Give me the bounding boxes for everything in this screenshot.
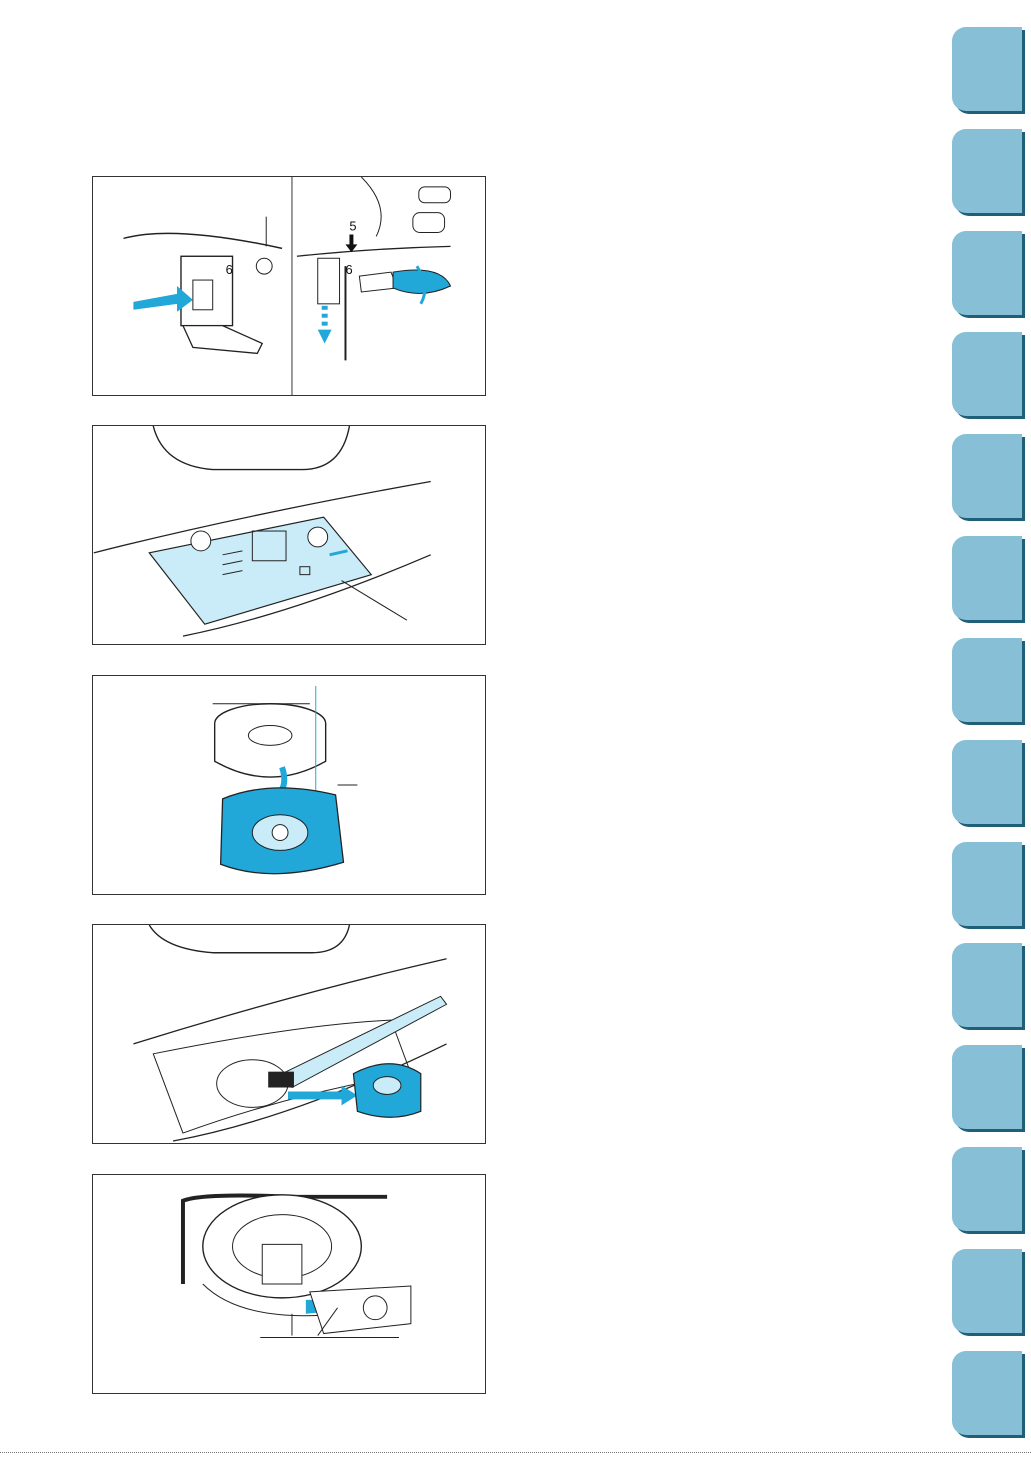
right-figure-number-clamp: 6 [345, 262, 352, 277]
chapter-tab-8[interactable] [952, 740, 1022, 824]
presser-foot-illustration: 6 5 6 [93, 177, 485, 395]
figure-needle-plate [92, 425, 486, 645]
bobbin-case-illustration [93, 676, 485, 894]
needle-plate-illustration [93, 426, 485, 644]
chapter-tab-9[interactable] [952, 842, 1022, 926]
page-bottom-rule [0, 1452, 1031, 1453]
chapter-tab-1[interactable] [952, 27, 1022, 111]
chapter-tab-7[interactable] [952, 638, 1022, 722]
bobbin-fit-illustration [93, 1175, 485, 1393]
chapter-tab-5[interactable] [952, 434, 1022, 518]
chapter-tab-2[interactable] [952, 129, 1022, 213]
figure-presser-foot-needle: 6 5 6 [92, 176, 486, 396]
chapter-tab-12[interactable] [952, 1147, 1022, 1231]
chapter-tab-10[interactable] [952, 943, 1022, 1027]
chapter-tab-13[interactable] [952, 1249, 1022, 1333]
down-arrow-blue-icon [318, 330, 332, 344]
left-figure-number: 6 [226, 262, 233, 277]
chapter-tab-3[interactable] [952, 231, 1022, 315]
chapter-tab-14[interactable] [952, 1351, 1022, 1435]
chapter-tab-4[interactable] [952, 332, 1022, 416]
arrow-down-icon [345, 234, 357, 252]
figure-bobbin-case [92, 675, 486, 895]
chapter-tab-6[interactable] [952, 536, 1022, 620]
figure-bobbin-fit [92, 1174, 486, 1394]
chapter-tab-11[interactable] [952, 1045, 1022, 1129]
cleaning-illustration [93, 925, 485, 1143]
figure-cleaning-brush [92, 924, 486, 1144]
right-figure-number-top: 5 [349, 219, 356, 234]
